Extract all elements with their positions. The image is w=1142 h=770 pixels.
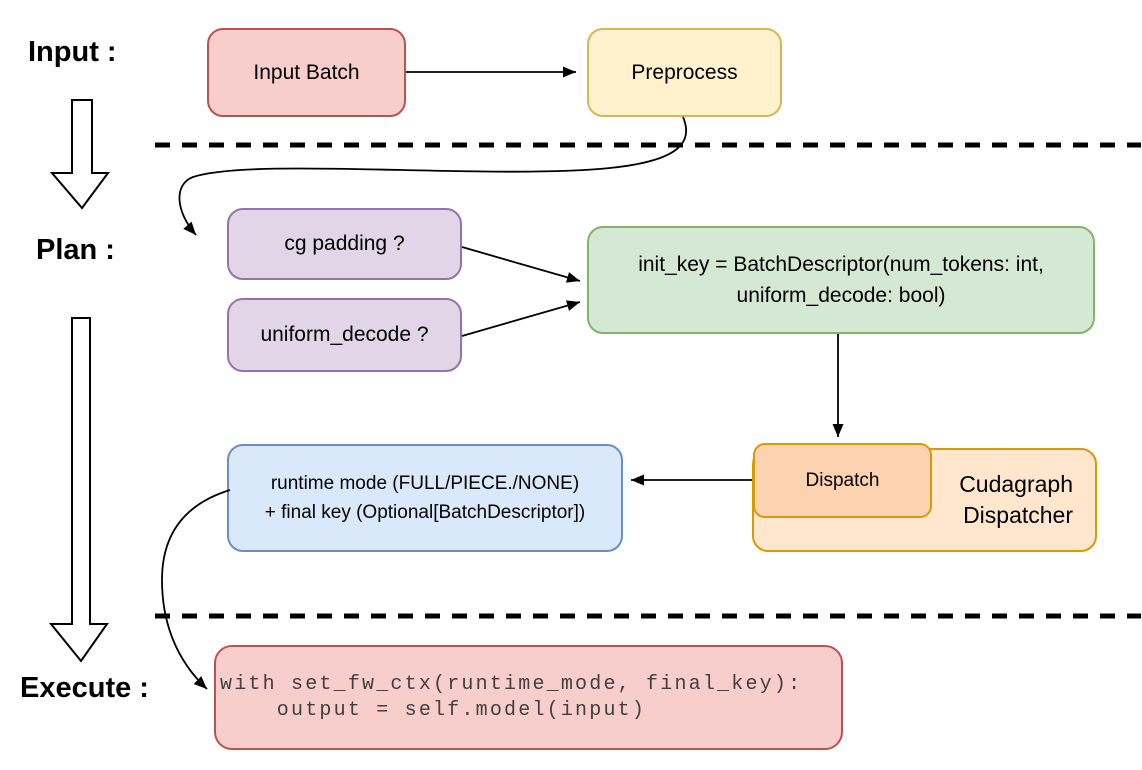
stage-label-plan: Plan : [36,234,115,266]
node-execute-code: with set_fw_ctx(runtime_mode, final_key)… [214,645,843,750]
execute-code-line2: output = self.model(input) [220,699,647,722]
node-runtime-result: runtime mode (FULL/PIECE./NONE) + final … [227,444,623,552]
execute-code-line1: with set_fw_ctx(runtime_mode, final_key)… [220,673,803,696]
node-dispatch: Dispatch [753,443,932,518]
node-runtime-result-line2: + final key (Optional[BatchDescriptor]) [264,502,586,523]
node-uniform-decode-label: uniform_decode ? [260,323,429,346]
node-init-key: init_key = BatchDescriptor(num_tokens: i… [587,226,1095,334]
node-preprocess: Preprocess [587,28,782,117]
node-input-batch: Input Batch [207,28,406,117]
stage-label-execute: Execute : [20,672,149,704]
node-preprocess-label: Preprocess [631,60,738,84]
node-uniform-decode: uniform_decode ? [227,298,462,372]
node-cg-padding: cg padding ? [227,208,462,280]
node-cudagraph-dispatcher-line1: Cudagraph [959,471,1073,497]
node-init-key-line2: uniform_decode: bool) [736,284,946,307]
node-cg-padding-label: cg padding ? [284,232,405,255]
arrow-uniform-decode-to-init-key [461,300,581,337]
node-cudagraph-dispatcher-line2: Dispatcher [963,502,1073,528]
arrow-cg-padding-to-init-key [461,246,581,283]
hollow-arrow-input-to-plan-icon [49,99,110,210]
node-init-key-line1: init_key = BatchDescriptor(num_tokens: i… [638,253,1044,276]
stage-label-input: Input : [28,36,117,68]
node-runtime-result-line1: runtime mode (FULL/PIECE./NONE) [270,473,580,494]
hollow-arrow-plan-to-execute-icon [48,317,109,663]
node-dispatch-label: Dispatch [805,469,880,491]
node-input-batch-label: Input Batch [253,60,360,84]
